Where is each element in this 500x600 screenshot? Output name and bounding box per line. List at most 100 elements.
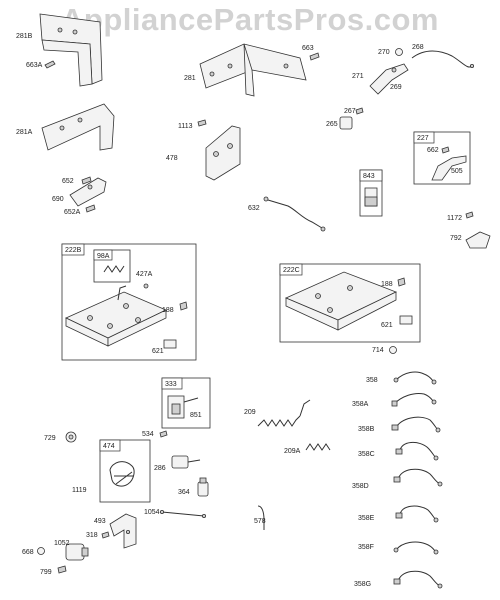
part-358G — [393, 570, 443, 589]
label-534: 534 — [142, 431, 154, 438]
part-843 — [364, 187, 378, 207]
label-209A: 209A — [284, 448, 301, 455]
label-662: 662 — [427, 147, 439, 154]
part-652 — [81, 176, 92, 185]
part-668 — [37, 547, 45, 555]
part-286 — [171, 455, 201, 469]
part-1113 — [197, 119, 207, 127]
part-209 — [257, 399, 311, 427]
label-358F: 358F — [358, 544, 374, 551]
label-265: 265 — [326, 121, 338, 128]
part-792 — [465, 231, 491, 249]
label-267: 267 — [344, 108, 356, 115]
part-621-lower — [399, 315, 413, 325]
label-268: 268 — [412, 44, 424, 51]
label-333: 333 — [165, 381, 177, 388]
label-209: 209 — [244, 409, 256, 416]
part-358B — [391, 416, 441, 433]
label-621-lower: 621 — [381, 322, 393, 329]
part-364 — [197, 477, 209, 497]
part-799 — [57, 565, 67, 574]
box-227 — [413, 131, 471, 185]
part-1052 — [65, 543, 89, 561]
label-729: 729 — [44, 435, 56, 442]
label-318: 318 — [86, 532, 98, 539]
part-281 — [199, 43, 307, 97]
part-333 — [167, 395, 199, 419]
part-267 — [355, 107, 364, 115]
label-358C: 358C — [358, 451, 375, 458]
part-265 — [339, 116, 353, 130]
label-493: 493 — [94, 518, 106, 525]
label-222B: 222B — [65, 247, 82, 254]
part-358E — [395, 505, 439, 523]
label-358A: 358A — [352, 401, 369, 408]
box-222C — [279, 263, 421, 343]
part-493 — [109, 513, 137, 549]
label-358G: 358G — [354, 581, 371, 588]
label-281: 281 — [184, 75, 196, 82]
label-474: 474 — [103, 443, 115, 450]
part-690 — [69, 177, 107, 207]
label-269: 269 — [390, 84, 402, 91]
label-1052: 1052 — [54, 540, 70, 547]
label-281B: 281B — [16, 33, 33, 40]
label-632: 632 — [248, 205, 260, 212]
label-843: 843 — [363, 173, 375, 180]
label-271: 271 — [352, 73, 364, 80]
part-663 — [309, 52, 320, 61]
label-358D: 358D — [352, 483, 369, 490]
part-663A — [44, 60, 56, 69]
label-505: 505 — [451, 168, 463, 175]
part-318 — [101, 531, 110, 539]
part-188-lower — [397, 277, 406, 287]
part-98A — [103, 265, 125, 273]
label-851: 851 — [190, 412, 202, 419]
label-652A: 652A — [64, 209, 81, 216]
part-222B — [65, 285, 167, 347]
label-1119: 1119 — [72, 487, 87, 494]
label-358E: 358E — [358, 515, 375, 522]
part-268 — [411, 50, 474, 69]
label-578: 578 — [254, 518, 266, 525]
label-427A: 427A — [136, 271, 153, 278]
watermark: AppliancePartsPros.com — [61, 2, 439, 37]
part-209A — [305, 443, 331, 451]
part-270 — [395, 48, 403, 56]
box-222B — [61, 243, 197, 361]
part-729 — [65, 431, 77, 443]
part-652A — [85, 204, 96, 213]
label-98A: 98A — [97, 253, 110, 260]
part-281B — [39, 13, 103, 87]
label-690: 690 — [52, 196, 64, 203]
part-358C — [395, 442, 439, 461]
part-662 — [441, 146, 450, 154]
part-271 — [369, 63, 409, 95]
part-621-upper — [163, 339, 177, 349]
part-222C — [284, 271, 398, 331]
part-358A — [391, 393, 437, 407]
label-227: 227 — [417, 135, 429, 142]
label-222C: 222C — [283, 267, 300, 274]
label-478: 478 — [166, 155, 178, 162]
part-1054 — [159, 509, 206, 519]
label-792: 792 — [450, 235, 462, 242]
label-1054: 1054 — [144, 509, 160, 516]
box-474 — [99, 439, 151, 503]
part-474 — [109, 461, 135, 487]
box-333 — [161, 377, 211, 429]
label-799: 799 — [40, 569, 52, 576]
label-668: 668 — [22, 549, 34, 556]
label-621-upper: 621 — [152, 348, 164, 355]
part-632 — [263, 196, 326, 232]
label-663A: 663A — [26, 62, 43, 69]
label-358B: 358B — [358, 426, 375, 433]
part-281A — [41, 103, 115, 151]
part-505 — [431, 155, 467, 181]
label-188-lower: 188 — [381, 281, 393, 288]
label-1113: 1113 — [178, 123, 193, 130]
part-427A — [143, 283, 149, 289]
label-1172: 1172 — [447, 215, 462, 222]
